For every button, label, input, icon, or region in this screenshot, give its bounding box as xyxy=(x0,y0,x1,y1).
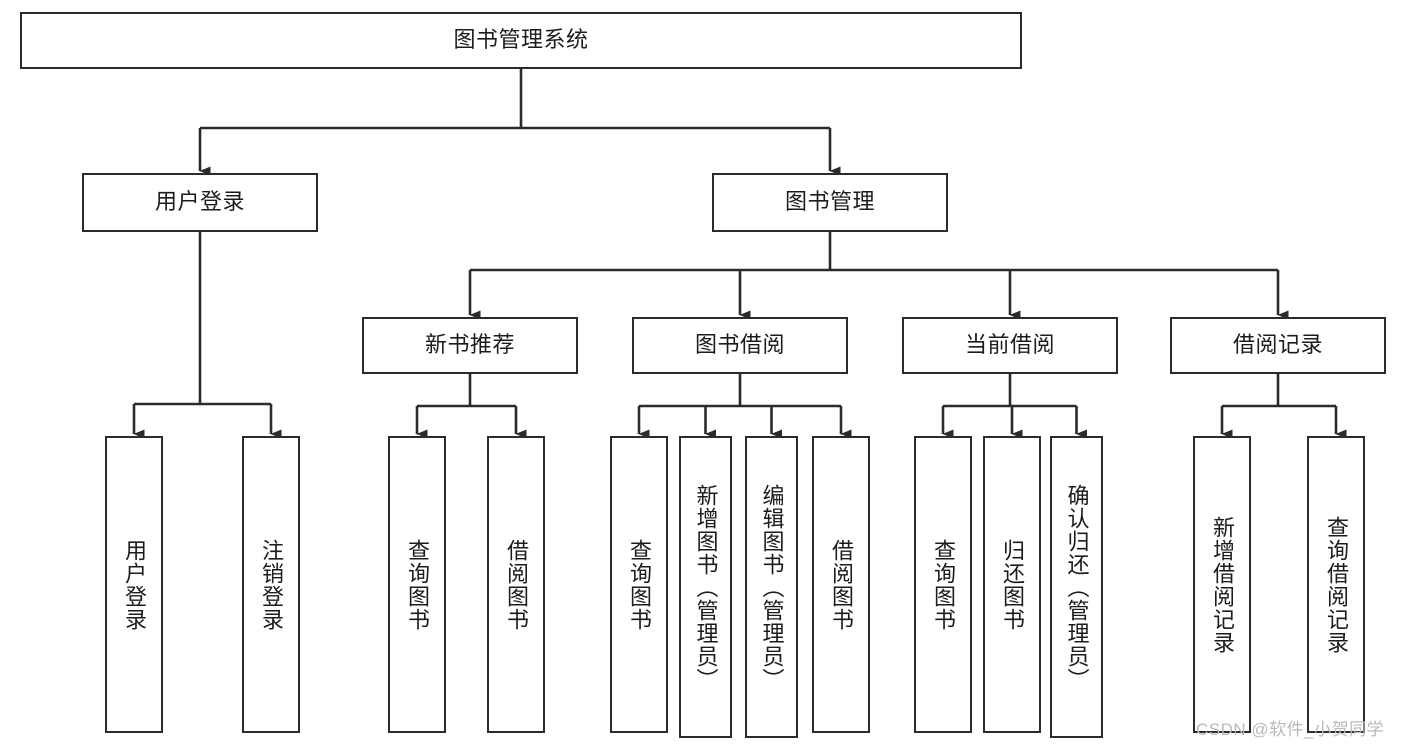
node-label: 图书管理系统 xyxy=(453,27,589,53)
node-borrow-record[interactable]: 借阅记录 xyxy=(1170,317,1386,374)
node-leaf-borrow-book[interactable]: 借阅图书 xyxy=(812,436,870,733)
node-label: 用户登录 xyxy=(121,538,147,631)
node-label: 新书推荐 xyxy=(424,332,515,358)
node-label: 查询借阅记录 xyxy=(1323,515,1349,654)
node-label: 当前借阅 xyxy=(964,332,1055,358)
node-new-book-recommend[interactable]: 新书推荐 xyxy=(362,317,578,374)
node-leaf-add-record[interactable]: 新增借阅记录 xyxy=(1193,436,1251,733)
node-label: 用户登录 xyxy=(154,189,245,215)
node-root[interactable]: 图书管理系统 xyxy=(20,12,1022,69)
node-leaf-user-login[interactable]: 用户登录 xyxy=(105,436,163,733)
node-user-login[interactable]: 用户登录 xyxy=(82,173,318,232)
node-label: 借阅图书 xyxy=(828,538,854,631)
node-label: 注销登录 xyxy=(258,538,284,631)
node-label: 图书管理 xyxy=(784,189,875,215)
node-book-borrow[interactable]: 图书借阅 xyxy=(632,317,848,374)
node-label: 借阅记录 xyxy=(1232,332,1323,358)
node-leaf-query-book-current[interactable]: 查询图书 xyxy=(914,436,972,733)
node-book-manage[interactable]: 图书管理 xyxy=(712,173,948,232)
node-label: 查询图书 xyxy=(404,538,430,631)
node-label: 查询图书 xyxy=(626,538,652,631)
node-leaf-query-book-rec[interactable]: 查询图书 xyxy=(388,436,446,733)
node-leaf-user-logout[interactable]: 注销登录 xyxy=(242,436,300,733)
node-label: 新增借阅记录 xyxy=(1209,515,1235,654)
node-leaf-query-book-borrow[interactable]: 查询图书 xyxy=(610,436,668,733)
node-label: 新增图书（管理员） xyxy=(693,483,719,691)
connector-group xyxy=(132,69,1347,439)
node-current-borrow[interactable]: 当前借阅 xyxy=(902,317,1118,374)
node-leaf-return-book[interactable]: 归还图书 xyxy=(983,436,1041,733)
node-label: 查询图书 xyxy=(930,538,956,631)
node-leaf-confirm-return[interactable]: 确认归还（管理员） xyxy=(1050,436,1103,738)
node-label: 编辑图书（管理员） xyxy=(759,483,785,691)
watermark-text: CSDN @软件_小贺同学 xyxy=(1196,720,1385,739)
node-label: 借阅图书 xyxy=(503,538,529,631)
node-label: 确认归还（管理员） xyxy=(1064,483,1090,691)
node-leaf-borrow-book-rec[interactable]: 借阅图书 xyxy=(487,436,545,733)
node-label: 归还图书 xyxy=(999,538,1025,631)
node-label: 图书借阅 xyxy=(694,332,785,358)
node-leaf-edit-book[interactable]: 编辑图书（管理员） xyxy=(745,436,798,738)
node-leaf-query-record[interactable]: 查询借阅记录 xyxy=(1307,436,1365,733)
node-leaf-add-book[interactable]: 新增图书（管理员） xyxy=(679,436,732,738)
